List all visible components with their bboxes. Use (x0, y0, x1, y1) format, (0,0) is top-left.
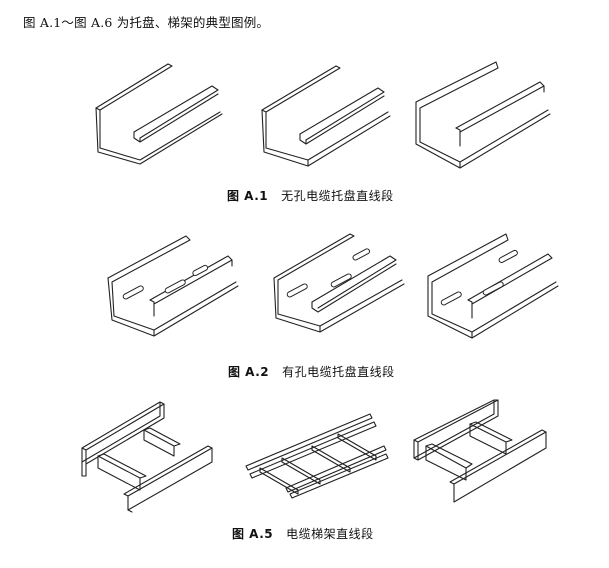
figure-a2-caption: 图 A.2 有孔电缆托盘直线段 (228, 363, 395, 380)
solid-tray-view-3 (415, 61, 551, 169)
figure-a5-label: 图 A.5 (232, 527, 274, 541)
ladder-view-3 (413, 399, 547, 503)
ladder-view-2 (245, 413, 389, 499)
figure-a1-caption: 图 A.1 无孔电缆托盘直线段 (227, 187, 394, 204)
figure-a1-title: 无孔电缆托盘直线段 (281, 189, 394, 203)
ladder-view-1 (81, 401, 213, 513)
figure-a5-caption: 图 A.5 电缆梯架直线段 (232, 525, 374, 542)
figure-a2-label: 图 A.2 (228, 365, 270, 379)
solid-tray-view-2 (261, 65, 391, 167)
figure-a2-title: 有孔电缆托盘直线段 (282, 365, 395, 379)
perforated-tray-view-2 (273, 233, 405, 333)
perforated-tray-view-3 (427, 233, 559, 339)
perforated-tray-view-1 (107, 235, 239, 337)
intro-text: 图 A.1～图 A.6 为托盘、梯架的典型图例。 (23, 15, 270, 30)
figure-a1-label: 图 A.1 (227, 189, 269, 203)
figure-a5-title: 电缆梯架直线段 (286, 527, 374, 541)
solid-tray-view-1 (95, 63, 223, 165)
